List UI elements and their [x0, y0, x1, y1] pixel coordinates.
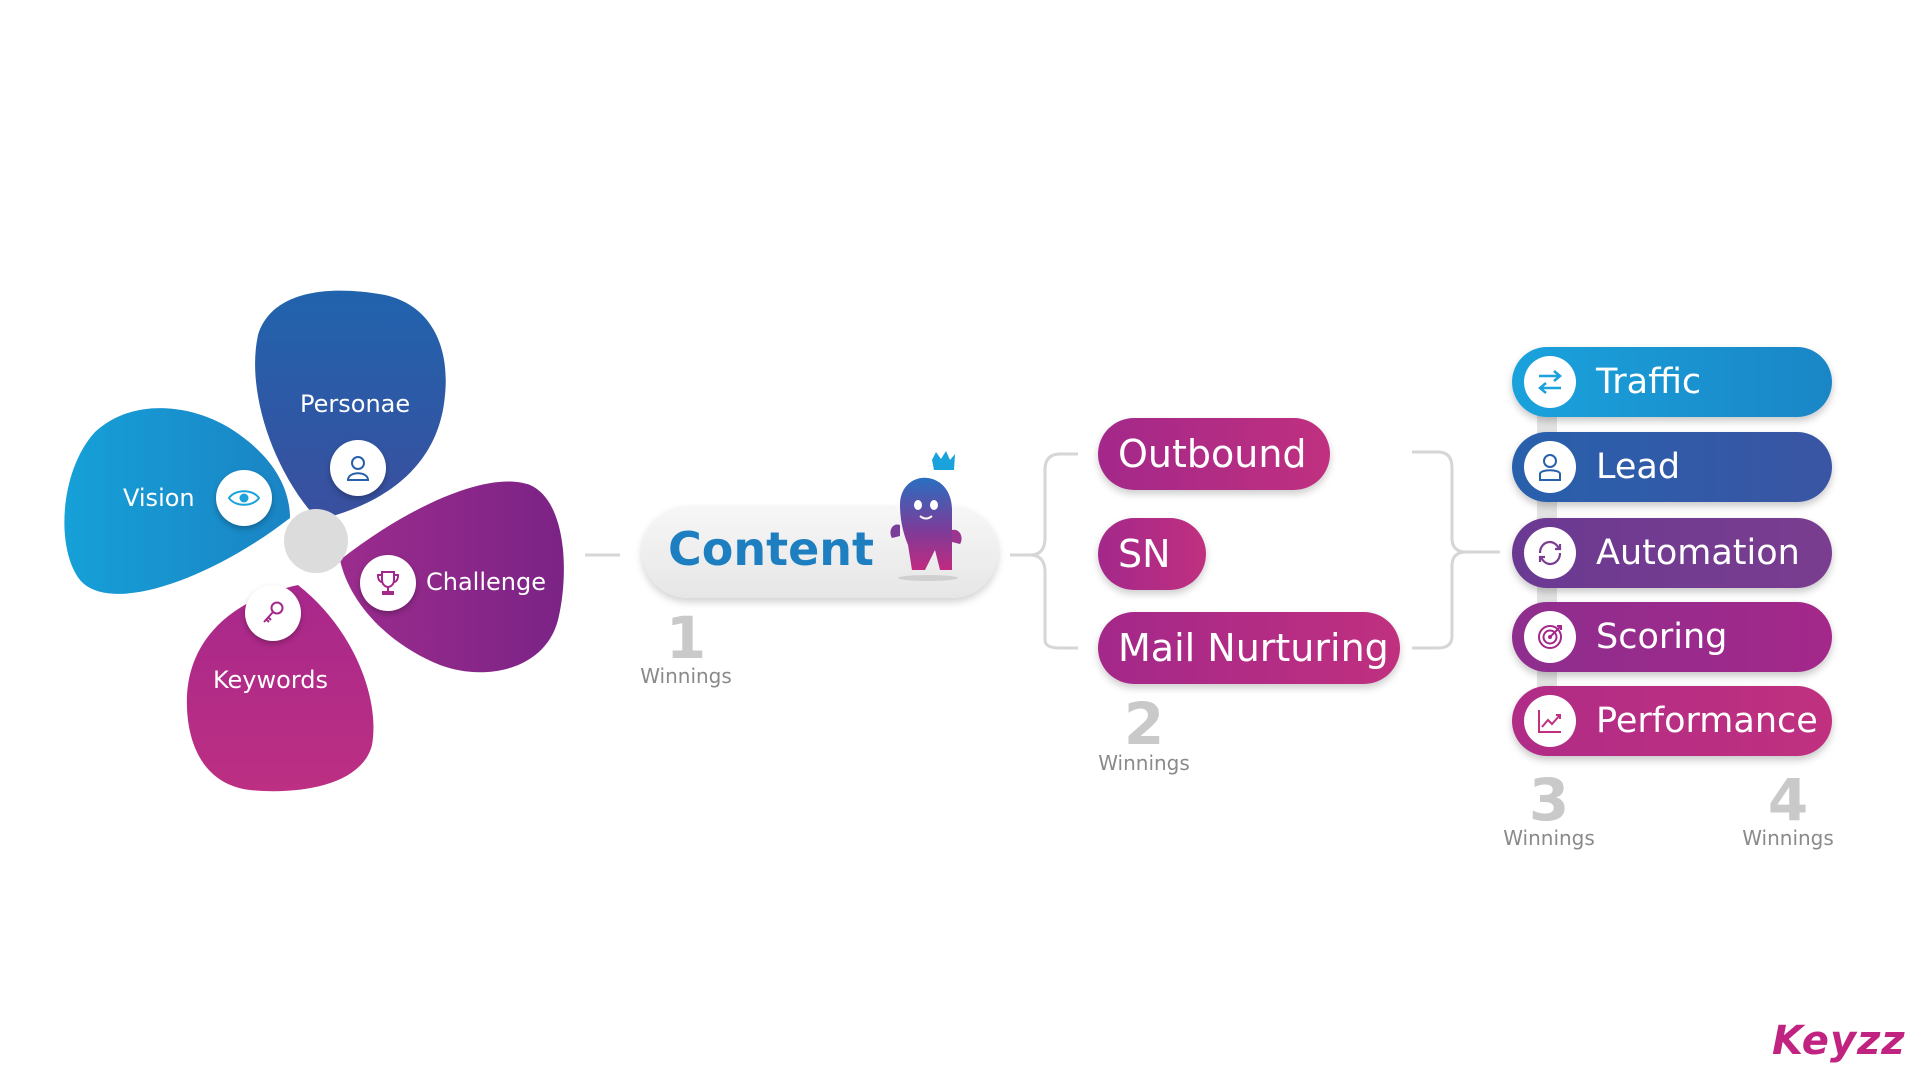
- stage-label-2: Winnings: [1098, 751, 1190, 775]
- refresh-icon: [1524, 527, 1576, 579]
- result-automation: Automation: [1512, 518, 1832, 588]
- stage-label-1: Winnings: [640, 664, 732, 688]
- person-icon: [1524, 441, 1576, 493]
- stage-number-2: 2: [1123, 690, 1165, 758]
- result-traffic-label: Traffic: [1596, 362, 1702, 402]
- stage-number-3: 3: [1528, 766, 1570, 834]
- stage-label-4: Winnings: [1742, 826, 1834, 850]
- label-personae: Personae: [300, 390, 411, 418]
- channel-outbound: Outbound: [1098, 418, 1330, 490]
- chart-icon: [1524, 695, 1576, 747]
- petal-keywords: [186, 585, 374, 792]
- result-lead: Lead: [1512, 432, 1832, 502]
- content-label: Content: [668, 522, 875, 576]
- result-scoring: Scoring: [1512, 602, 1832, 672]
- key-icon: [245, 585, 301, 641]
- stage-label-3: Winnings: [1503, 826, 1595, 850]
- keyzz-logo: Keyzz: [1772, 1018, 1906, 1064]
- result-scoring-label: Scoring: [1596, 617, 1728, 657]
- bracket-left: [1010, 452, 1078, 650]
- result-automation-label: Automation: [1596, 533, 1800, 573]
- eye-icon: [216, 470, 272, 526]
- petal-challenge: [340, 481, 564, 673]
- result-lead-label: Lead: [1596, 447, 1681, 487]
- arrows-exchange-icon: [1524, 356, 1576, 408]
- label-vision: Vision: [123, 484, 195, 512]
- stage-number-4: 4: [1767, 766, 1809, 834]
- label-challenge: Challenge: [426, 568, 546, 596]
- petal-vision: [64, 408, 290, 594]
- flower-center: [284, 509, 348, 573]
- crowned-mascot-icon: [890, 451, 962, 581]
- bracket-right: [1412, 450, 1500, 650]
- label-keywords: Keywords: [213, 666, 329, 694]
- channel-sn: SN: [1098, 518, 1206, 590]
- petal-personae: [255, 290, 446, 520]
- person-icon: [330, 440, 386, 496]
- channel-mail-nurturing: Mail Nurturing: [1098, 612, 1400, 684]
- result-performance-label: Performance: [1596, 701, 1818, 741]
- result-performance: Performance: [1512, 686, 1832, 756]
- trophy-icon: [360, 555, 416, 611]
- stage-number-1: 1: [665, 604, 707, 672]
- target-icon: [1524, 611, 1576, 663]
- result-traffic: Traffic: [1512, 347, 1832, 417]
